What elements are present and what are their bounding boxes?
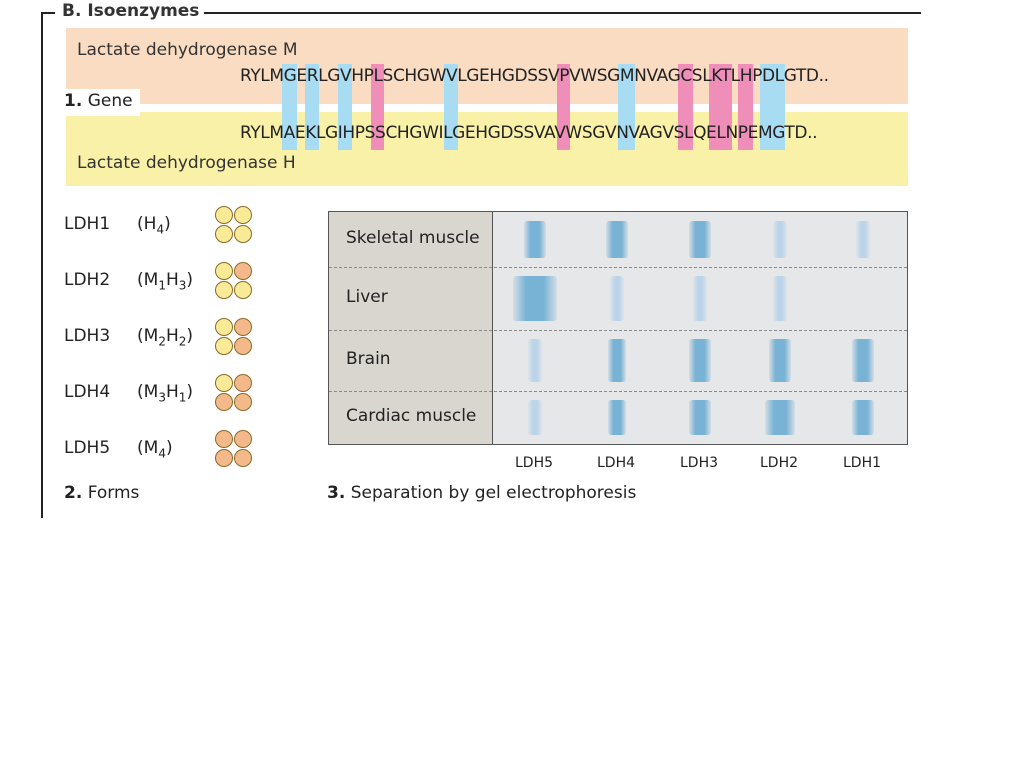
gel-row-divider (329, 267, 907, 268)
nonconservative-substitution-highlight (371, 64, 384, 150)
form-formula: (M3H1) (137, 382, 194, 405)
tetramer-icon (215, 206, 257, 248)
gene-caption: 1. Gene (64, 91, 133, 111)
m-subunit-icon (234, 374, 252, 392)
form-name: LDH2 (64, 270, 111, 290)
gel-caption: 3. Separation by gel electrophoresis (327, 483, 637, 503)
gel-tissue-column (329, 212, 493, 444)
conservative-substitution-highlight (772, 64, 785, 150)
gel-band (524, 221, 546, 258)
gel-band (606, 221, 628, 258)
h-subunit-icon (215, 281, 233, 299)
m-subunit-icon (234, 262, 252, 280)
m-subunit-icon (234, 449, 252, 467)
gel-band (528, 339, 542, 382)
h-subunit-icon (215, 374, 233, 392)
form-formula: (H4) (137, 214, 171, 237)
m-subunit-icon (234, 318, 252, 336)
form-formula: (M1H3) (137, 270, 194, 293)
m-subunit-icon (234, 430, 252, 448)
form-name: LDH1 (64, 214, 111, 234)
enzyme-m-label: Lactate dehydrogenase M (77, 40, 298, 60)
gel-band (528, 400, 542, 435)
nonconservative-substitution-highlight (720, 64, 733, 150)
lane-label: LDH2 (760, 455, 799, 471)
gel-row-divider (329, 391, 907, 392)
conservative-substitution-highlight (338, 64, 353, 150)
section-frame-left (41, 12, 43, 518)
enzyme-h-label: Lactate dehydrogenase H (77, 153, 296, 173)
gel-band (608, 339, 626, 382)
m-subunit-icon (215, 449, 233, 467)
form-formula: (M4) (137, 438, 173, 461)
gel-row-divider (329, 330, 907, 331)
tissue-label: Brain (346, 348, 391, 369)
nonconservative-substitution-highlight (709, 64, 724, 150)
tetramer-icon (215, 374, 257, 416)
m-subunit-icon (234, 393, 252, 411)
conservative-substitution-highlight (281, 64, 298, 150)
gel-band (693, 276, 707, 321)
nonconservative-substitution-highlight (678, 64, 693, 150)
conservative-substitution-highlight (760, 64, 776, 150)
gel-band (769, 339, 791, 382)
m-subunit-icon (215, 393, 233, 411)
m-subunit-icon (215, 430, 233, 448)
tissue-label: Cardiac muscle (346, 405, 477, 426)
h-subunit-icon (215, 206, 233, 224)
nonconservative-substitution-highlight (737, 64, 754, 150)
lane-label: LDH1 (843, 455, 882, 471)
nonconservative-substitution-highlight (557, 64, 571, 150)
gel-band (852, 339, 874, 382)
h-subunit-icon (234, 281, 252, 299)
tissue-label: Liver (346, 286, 388, 307)
gel-band (689, 400, 711, 435)
sequence-m: RYLMGERLGVHPLSCHGWVLGEHGDSSVPVWSGMNVAGCS… (240, 66, 829, 86)
conservative-substitution-highlight (304, 64, 320, 150)
gel-band (689, 339, 711, 382)
section-frame-top-right (204, 12, 921, 14)
tetramer-icon (215, 318, 257, 360)
gel-band (513, 276, 557, 321)
tetramer-icon (215, 262, 257, 304)
h-subunit-icon (215, 337, 233, 355)
gel-band (689, 221, 711, 258)
m-subunit-icon (234, 337, 252, 355)
section-title: B. Isoenzymes (62, 1, 200, 21)
form-name: LDH3 (64, 326, 111, 346)
gel-band (773, 221, 787, 258)
tissue-label: Skeletal muscle (346, 227, 480, 248)
conservative-substitution-highlight (443, 64, 459, 150)
gel-band (773, 276, 787, 321)
gel-band (852, 400, 874, 435)
gene-label-box (58, 89, 140, 116)
h-subunit-icon (234, 225, 252, 243)
h-subunit-icon (215, 225, 233, 243)
section-frame-top-left (41, 12, 55, 14)
form-formula: (M2H2) (137, 326, 194, 349)
form-name: LDH4 (64, 382, 111, 402)
forms-caption: 2. Forms (64, 483, 140, 503)
h-subunit-icon (215, 262, 233, 280)
lane-label: LDH5 (515, 455, 554, 471)
gel-band (608, 400, 626, 435)
h-subunit-icon (234, 206, 252, 224)
sequence-h: RYLMAEKLGIHPSSCHGWILGEHGDSSVAVWSGVNVAGVS… (240, 123, 818, 143)
tetramer-icon (215, 430, 257, 472)
gel-band (610, 276, 624, 321)
gel-band (765, 400, 795, 435)
lane-label: LDH3 (680, 455, 719, 471)
conservative-substitution-highlight (617, 64, 636, 150)
lane-label: LDH4 (597, 455, 636, 471)
form-name: LDH5 (64, 438, 111, 458)
h-subunit-icon (215, 318, 233, 336)
gel-band (856, 221, 870, 258)
